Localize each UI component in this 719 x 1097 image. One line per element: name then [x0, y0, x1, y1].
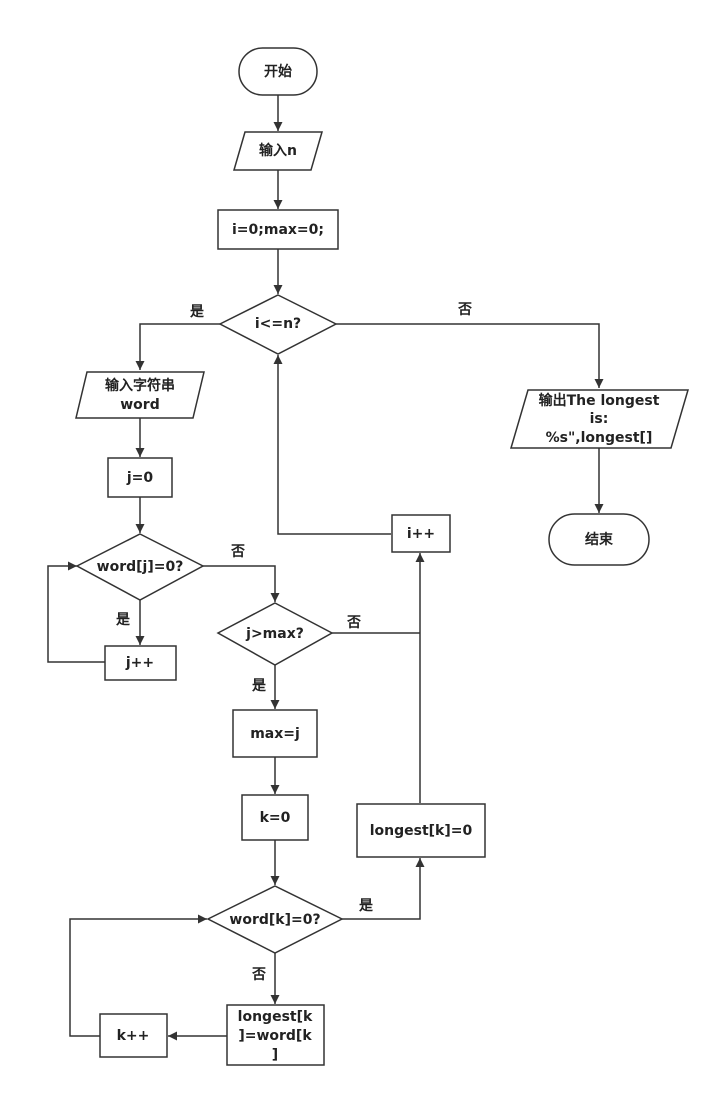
node-start: 开始 — [238, 47, 318, 96]
node-j0: j=0 — [107, 457, 173, 498]
input-word-label-2: word — [120, 397, 159, 413]
node-k0: k=0 — [241, 794, 309, 841]
edge-label-j-yes: 是 — [116, 612, 131, 628]
node-input-n: 输入n — [233, 131, 323, 171]
output-label-1: 输出The longest — [539, 392, 660, 409]
edge-labels: 是 否 否 是 否 是 是 否 — [116, 302, 472, 983]
j0-label: j=0 — [126, 470, 154, 486]
copy-label-2: ]=word[k — [238, 1028, 312, 1044]
edge-cond-k-yes — [342, 858, 425, 920]
edge-label-k-no: 否 — [251, 967, 266, 983]
edge-label-j-no: 否 — [230, 544, 245, 560]
cond-i-label: i<=n? — [255, 316, 301, 332]
node-init: i=0;max=0; — [217, 209, 339, 250]
node-cond-word-k: word[k]=0? — [206, 885, 344, 954]
node-cond-i: i<=n? — [218, 294, 338, 355]
edge-label-max-no: 否 — [346, 615, 361, 631]
node-copy: longest[k ]=word[k ] — [226, 1004, 325, 1066]
maxj-label: max=j — [250, 726, 300, 742]
cond-jmax-label: j>max? — [245, 626, 304, 642]
end-label: 结束 — [585, 531, 614, 548]
init-label: i=0;max=0; — [232, 222, 324, 238]
copy-label-1: longest[k — [238, 1009, 313, 1025]
input-word-label-1: 输入字符串 — [105, 377, 175, 394]
kpp-label: k++ — [117, 1028, 150, 1044]
node-maxj: max=j — [232, 709, 318, 758]
k0-label: k=0 — [260, 810, 291, 826]
edge-cond-i-no — [336, 323, 604, 388]
copy-label-3: ] — [272, 1047, 278, 1063]
edge-label-k-yes: 是 — [359, 898, 374, 914]
edge-cond-j-no — [203, 565, 280, 602]
edge-cond-i-yes — [135, 323, 220, 370]
edge-jpp-loop — [47, 561, 105, 663]
node-jpp: j++ — [104, 645, 177, 681]
output-label-3: %s",longest[] — [546, 430, 653, 446]
node-cond-word-j: word[j]=0? — [75, 533, 205, 601]
node-end: 结束 — [548, 513, 650, 566]
edge-label-i-yes: 是 — [190, 304, 205, 320]
ipp-label: i++ — [407, 526, 435, 542]
node-term: longest[k]=0 — [356, 803, 486, 858]
edge-label-i-no: 否 — [457, 302, 472, 318]
output-label-2: is: — [590, 411, 609, 427]
cond-word-j-label: word[j]=0? — [97, 559, 184, 575]
cond-word-k-label: word[k]=0? — [229, 912, 320, 928]
edge-kpp-loop — [69, 914, 207, 1037]
edge-label-max-yes: 是 — [252, 678, 267, 694]
jpp-label: j++ — [125, 655, 154, 671]
term-label: longest[k]=0 — [370, 823, 473, 839]
node-cond-jmax: j>max? — [216, 602, 334, 666]
node-kpp: k++ — [99, 1013, 168, 1058]
node-output: 输出The longest is: %s",longest[] — [509, 389, 690, 449]
edges — [47, 95, 604, 1041]
edge-ipp-cond-i — [273, 355, 391, 535]
input-n-label: 输入n — [259, 142, 297, 159]
node-input-word: 输入字符串 word — [75, 371, 205, 419]
start-label: 开始 — [264, 63, 292, 80]
node-ipp: i++ — [391, 514, 451, 553]
